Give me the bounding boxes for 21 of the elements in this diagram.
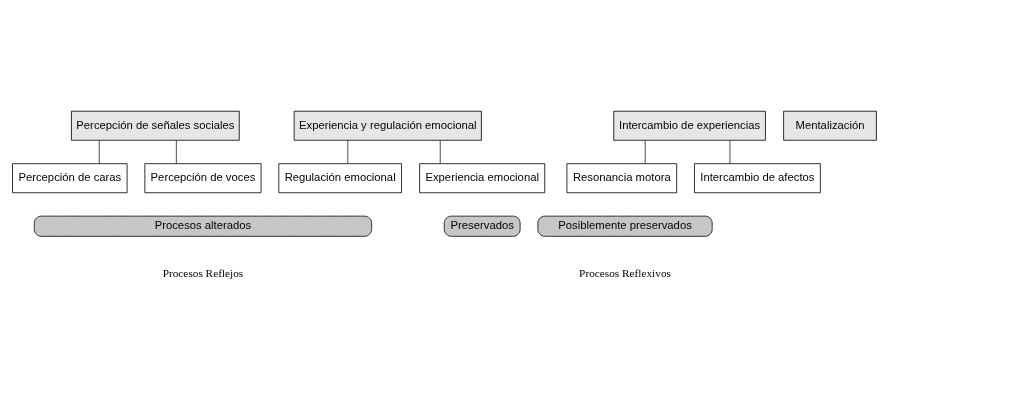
connector [175,139,177,165]
node-box: Preservados [443,215,521,237]
node-box: Percepción de caras [12,163,128,194]
connector [439,139,441,165]
node-box: Intercambio de afectos [694,163,821,194]
node-box: Mentalización [783,110,877,141]
node-box: Regulación emocional [278,163,402,194]
connector [347,139,349,165]
connector [729,139,731,165]
node-box: Experiencia emocional [419,163,546,194]
connector [98,139,100,165]
node-box: Intercambio de experiencias [613,110,766,141]
label: Procesos Reflejos [162,267,244,280]
node-box: Percepción de señales sociales [71,110,240,141]
node-box: Percepción de voces [144,163,262,194]
node-box: Procesos alterados [33,215,373,237]
connector [644,139,646,165]
label: Procesos Reflexivos [579,267,671,280]
node-box: Resonancia motora [566,163,678,194]
node-box: Posiblemente preservados [537,215,713,237]
node-box: Experiencia y regulación emocional [293,110,482,141]
